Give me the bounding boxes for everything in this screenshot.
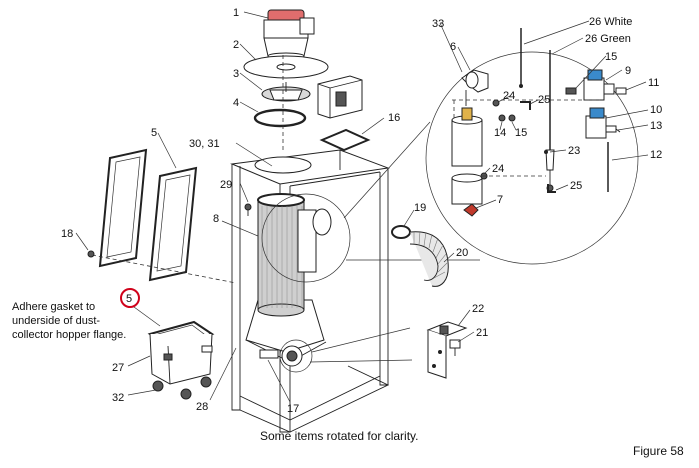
- label-part-29: 29: [220, 179, 232, 191]
- valve-part-17: [259, 345, 303, 367]
- caster-wheels-part-32: [152, 376, 212, 400]
- label-part-20: 20: [456, 247, 468, 259]
- note-line-3: collector hopper flange.: [12, 329, 126, 341]
- side-panel-left-part-5: [98, 148, 148, 268]
- label-part-6: 6: [450, 41, 456, 53]
- note-line-2: underside of dust-: [12, 315, 100, 327]
- label-part-27: 27: [112, 362, 124, 374]
- label-part-2: 2: [233, 39, 239, 51]
- fitting-part-21: [449, 339, 461, 356]
- circled-callout-5: 5: [120, 288, 161, 327]
- label-part-16: 16: [388, 112, 400, 124]
- panel-alignment-line: [91, 254, 237, 284]
- rod-part-26-white: [519, 28, 523, 88]
- label-part-26-green: 26 Green: [585, 33, 631, 45]
- label-part-5-circled: 5: [126, 293, 132, 305]
- fitting-part-15-top: [565, 87, 577, 95]
- fitting-part-7: [463, 203, 479, 217]
- fitting-part-25-top: [520, 101, 531, 110]
- label-part-5-panel: 5: [151, 127, 157, 139]
- label-part-4: 4: [233, 97, 239, 109]
- label-part-1: 1: [233, 7, 239, 19]
- pneumatic-detail-circle: [425, 51, 639, 265]
- screw-part-18: [87, 250, 95, 258]
- label-part-24-top: 24: [503, 90, 515, 102]
- label-part-21: 21: [476, 327, 488, 339]
- valve-detail-circle: [279, 339, 313, 373]
- cylinder-part-with-fittings: [451, 107, 483, 205]
- label-part-3: 3: [233, 68, 239, 80]
- flex-hose-part-20: [409, 230, 449, 287]
- motor-part-1: [263, 9, 315, 60]
- fitting-part-13: [605, 125, 621, 133]
- label-part-10: 10: [650, 104, 662, 116]
- fitting-part-11: [615, 87, 627, 95]
- fitting-part-14: [498, 114, 506, 122]
- frame-cabinet: [230, 149, 390, 433]
- valve-part-10: [585, 107, 607, 139]
- solenoid-valve-part-9: [583, 69, 615, 101]
- label-part-32: 32: [112, 392, 124, 404]
- label-part-14: 14: [494, 127, 506, 139]
- internal-pipe-assembly: [297, 208, 332, 273]
- label-part-25-low: 25: [570, 180, 582, 192]
- label-part-15-top: 15: [605, 51, 617, 63]
- label-part-18: 18: [61, 228, 73, 240]
- label-part-23: 23: [568, 145, 580, 157]
- label-part-25-top: 25: [538, 94, 550, 106]
- label-part-11: 11: [648, 77, 659, 89]
- note-line-1: Adhere gasket to: [12, 301, 95, 313]
- fitting-part-25-low: [547, 184, 556, 193]
- label-part-9: 9: [625, 65, 631, 77]
- elbow-fitting-part-6: [461, 69, 489, 106]
- leader-lines: [75, 11, 649, 403]
- hose-clamp-part-19: [391, 225, 411, 239]
- label-part-30-31: 30, 31: [189, 138, 220, 150]
- side-panel-right-part-5: [148, 166, 198, 282]
- label-part-22: 22: [472, 303, 484, 315]
- rod-part-26-green: [545, 50, 555, 192]
- highlight-circle: [120, 288, 140, 308]
- fitting-part-15-mid: [508, 114, 516, 122]
- label-part-26-white: 26 White: [589, 16, 632, 28]
- fitting-part-23: [544, 150, 548, 154]
- label-part-8: 8: [213, 213, 219, 225]
- label-part-24-low: 24: [492, 163, 504, 175]
- screw-part-29: [244, 203, 252, 216]
- label-part-7: 7: [497, 194, 503, 206]
- bracket-part-22: [426, 321, 468, 379]
- label-part-13: 13: [650, 120, 662, 132]
- assembly-note: Adhere gasket to underside of dust- coll…: [12, 301, 126, 341]
- gasket-part-30-31: [319, 128, 371, 152]
- diagram-caption: Some items rotated for clarity.: [260, 429, 419, 443]
- label-part-17: 17: [287, 403, 299, 415]
- label-part-33: 33: [432, 18, 444, 30]
- access-box-part-16: [317, 75, 363, 119]
- filter-cartridge-part-8: [257, 193, 305, 317]
- label-part-28: 28: [196, 401, 208, 413]
- flange-plate-part-2: [243, 55, 329, 79]
- fan-impeller-part-3: [261, 82, 311, 102]
- hopper-cart-part-27: [147, 320, 215, 385]
- fitting-part-24-top: [492, 99, 500, 107]
- label-part-15-mid: 15: [515, 127, 527, 139]
- detail-callout-circle: [261, 193, 351, 283]
- gasket-ring-part-4: [253, 108, 307, 128]
- figure-label: Figure 58: [633, 444, 684, 458]
- label-part-12: 12: [650, 149, 662, 161]
- label-part-19: 19: [414, 202, 426, 214]
- part-number-labels: 1 2 3 4 5 30, 31 16 29 8 18 19 20 22 21 …: [61, 7, 662, 415]
